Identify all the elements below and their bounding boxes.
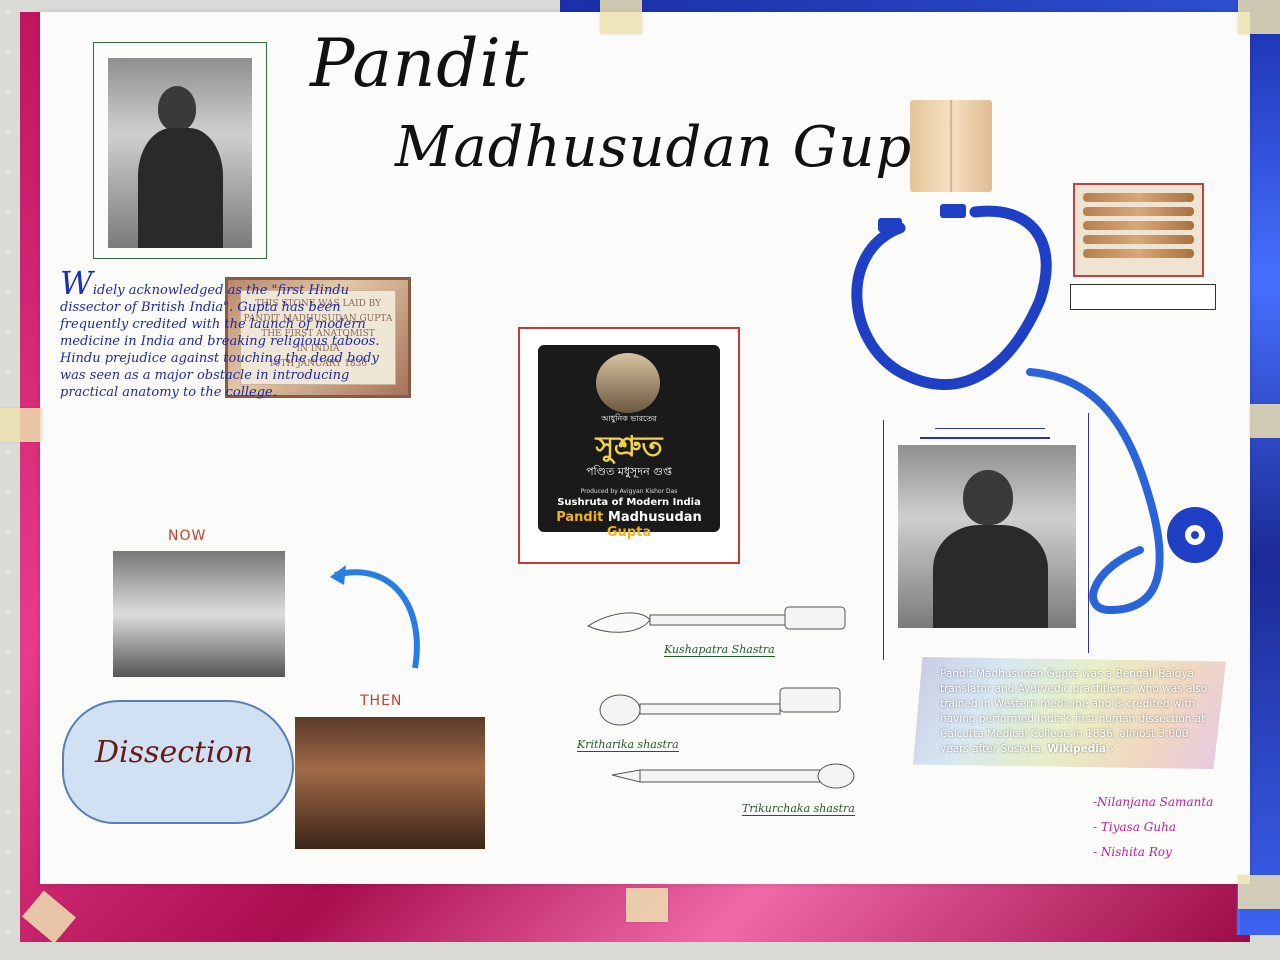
decorative-rule — [883, 420, 884, 660]
tape — [626, 888, 668, 922]
paragraph-text: idely acknowledged as the "first Hindu d… — [60, 283, 380, 400]
info-body: Pandit Madhusudan Gupta was a Bengali Ba… — [940, 668, 1208, 755]
wikipedia-info-box — [913, 657, 1226, 769]
tool-label-trikurchaka: Trikurchaka shastra — [742, 802, 855, 816]
portrait-frame — [93, 42, 267, 259]
documentary-poster: আধুনিক ভারতের সুশ্রুত পণ্ডিত মধুসূদন গুপ… — [538, 345, 720, 540]
decorative-rule — [1088, 413, 1089, 653]
poster-bengali-small: আধুনিক ভারতের — [601, 414, 657, 423]
then-painting — [295, 717, 485, 849]
wikipedia-info-text: Pandit Madhusudan Gupta was a Bengali Ba… — [940, 667, 1210, 757]
now-photo — [113, 551, 285, 677]
handwritten-paragraph: Widely acknowledged as the "first Hindu … — [60, 267, 395, 401]
paragraph-initial: W — [60, 264, 93, 302]
dissection-heading: Dissection — [95, 735, 254, 770]
poster-tagline: Sushruta of Modern India — [557, 497, 701, 508]
tape — [0, 408, 42, 442]
dissection-cloud — [62, 700, 294, 824]
credit-name: - Tiyasa Guha — [1093, 820, 1176, 834]
poster-producer: Produced by Avigyan Kishor Das — [580, 488, 678, 495]
poster-name: Pandit Madhusudan Gupta — [538, 510, 720, 540]
memorial-plaque-photo: THIS STONE WAS LAID BY PANDIT MADHUSUDAN… — [225, 277, 411, 398]
poster-name-part: Pandit — [556, 510, 604, 525]
tape — [1238, 0, 1280, 34]
poster-bengali-name: পণ্ডিত মধুসূদন গুপ্ত — [586, 465, 672, 478]
manuscript-caption — [1070, 284, 1216, 310]
tool-label-kritharika: Kritharika shastra — [577, 738, 679, 752]
plaque-line: 10TH JANUARY 1836 — [268, 359, 368, 369]
plaque-line: THIS STONE WAS LAID BY — [254, 299, 382, 309]
palm-leaf-manuscript-photo — [1073, 183, 1204, 277]
then-label: THEN — [360, 693, 403, 709]
plaque-line: IN INDIA — [296, 344, 340, 354]
credit-name: -Nilanjana Samanta — [1093, 795, 1214, 809]
tape — [1238, 875, 1280, 909]
decorative-rule — [920, 437, 1050, 439]
credit-name: - Nishita Roy — [1093, 845, 1172, 859]
portrait-photo-right — [898, 445, 1076, 628]
poster-title-line2: Madhusudan Gupta — [395, 115, 971, 180]
plaque-line: PANDIT MADHUSUDAN GUPTA — [243, 314, 393, 324]
tool-label-kushapatra: Kushapatra Shastra — [664, 643, 775, 657]
wikipedia-link: Wikipedia › — [1047, 743, 1114, 755]
poster-portrait — [596, 353, 660, 413]
plaque-line: THE FIRST ANATOMIST — [261, 329, 375, 339]
poster-bengali-title: সুশ্রুত — [595, 430, 663, 463]
now-label: NOW — [168, 528, 207, 544]
tape — [1250, 404, 1280, 438]
portrait-photo-top — [108, 58, 252, 248]
old-book-photo — [910, 100, 992, 192]
tape — [600, 0, 642, 34]
poster-title-line1: Pandit — [310, 25, 530, 102]
poster-name-part: Gupta — [606, 525, 652, 540]
decorative-rule — [935, 428, 1045, 429]
poster-name-part: Madhusudan — [607, 510, 702, 525]
